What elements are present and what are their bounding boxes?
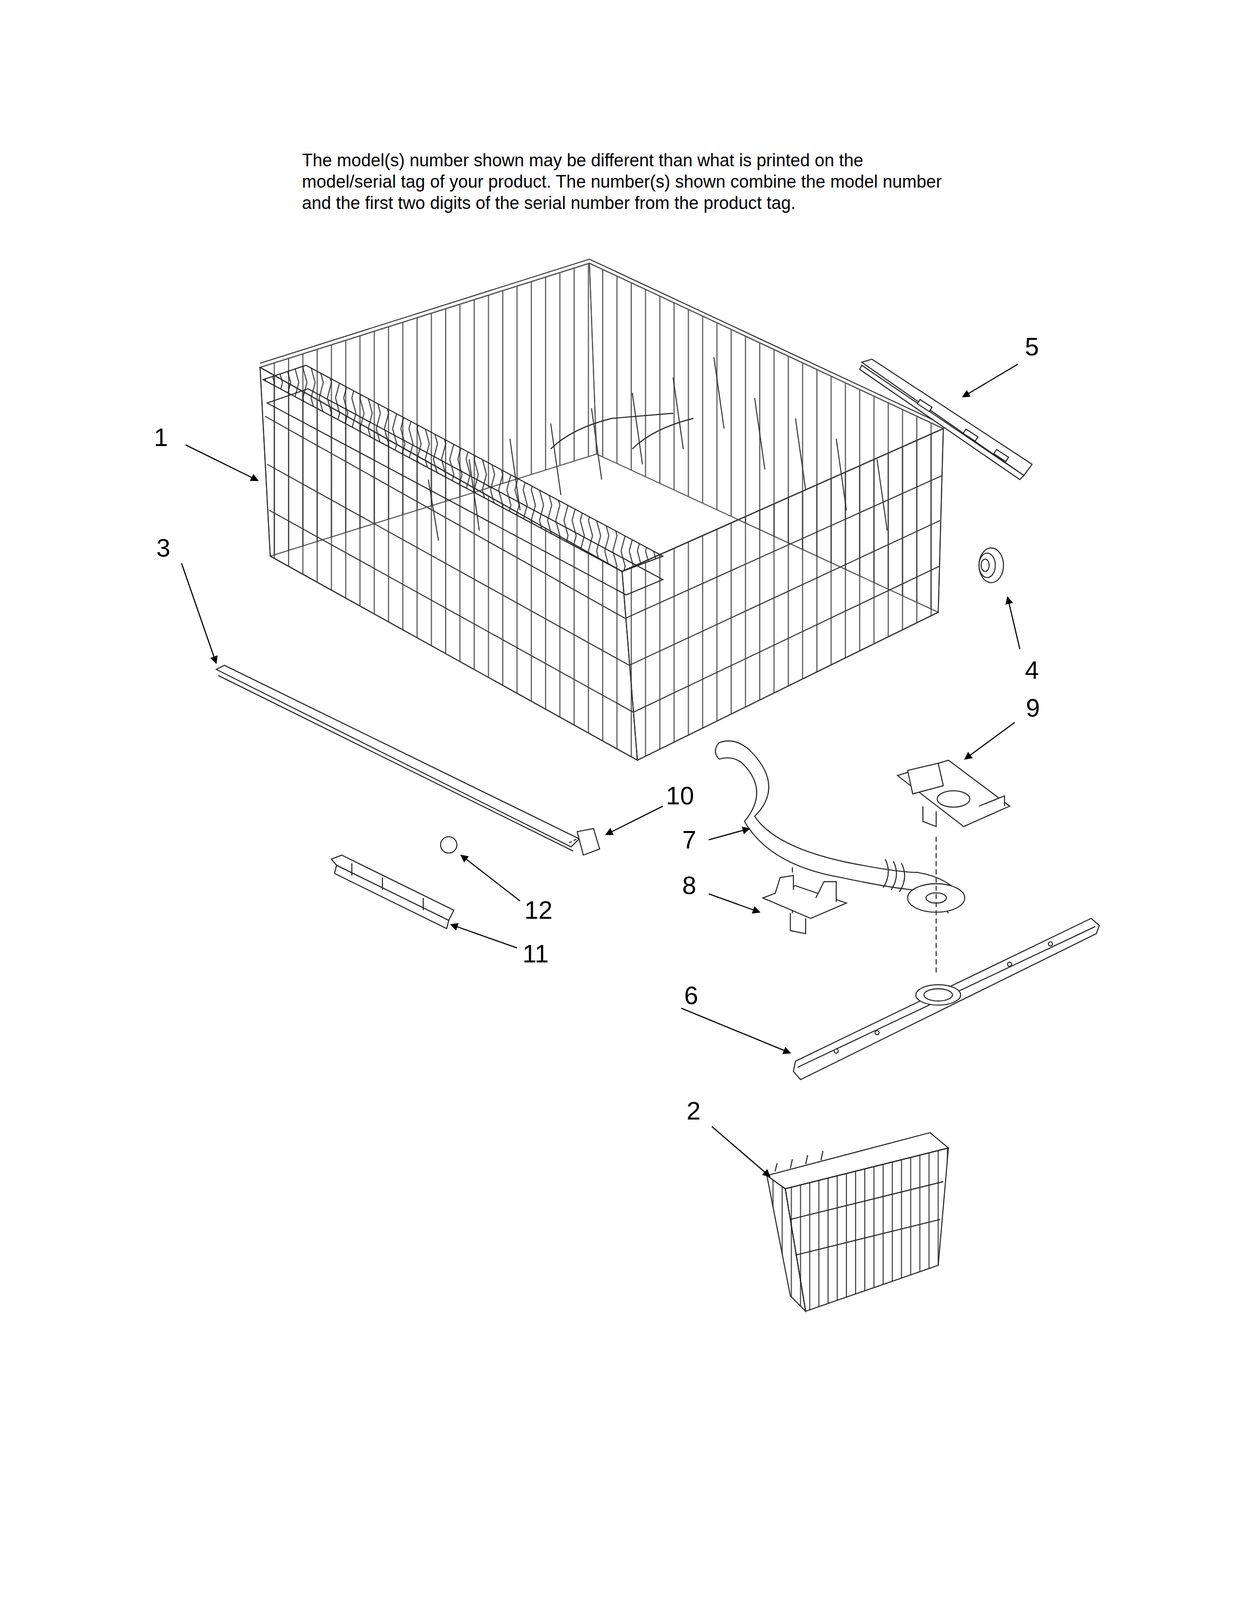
callout-number: 4 [1025, 657, 1040, 683]
callout-number: 5 [1025, 333, 1040, 360]
small-parts [331, 836, 458, 929]
callout-number: 10 [665, 782, 695, 809]
callout-number: 7 [682, 826, 697, 853]
tube-clip [762, 875, 847, 934]
callout-number: 11 [522, 940, 549, 967]
callout-number: 12 [524, 897, 553, 923]
callout-number: 2 [686, 1097, 701, 1124]
rack-wheel [979, 547, 1004, 583]
spray-tube [715, 740, 965, 975]
silverware-basket [766, 1132, 949, 1311]
callout-number: 3 [156, 535, 171, 561]
callout-number: 6 [684, 982, 699, 1008]
leader-lines [181, 364, 1020, 1176]
callout-number: 1 [154, 424, 169, 450]
spray-arm [793, 918, 1100, 1080]
rack-rail [216, 665, 600, 855]
callout-number: 8 [682, 872, 697, 898]
callout-number: 9 [1026, 695, 1041, 721]
spray-arm-mount [897, 760, 1010, 827]
note-text: The model(s) number shown may be differe… [301, 149, 947, 214]
rack-bracket [859, 359, 1033, 480]
upper-rack [260, 259, 948, 761]
